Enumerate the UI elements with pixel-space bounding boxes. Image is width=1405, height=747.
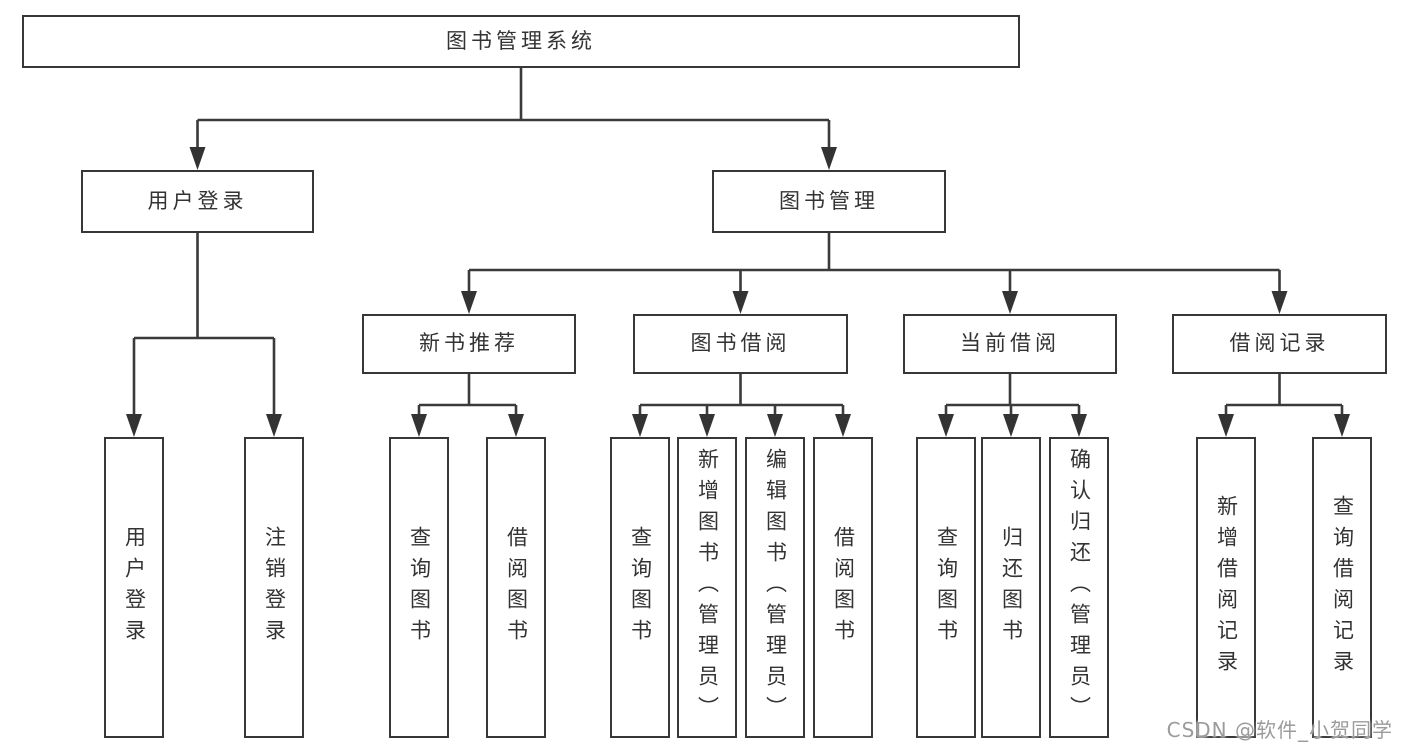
node-label: 用户登录 bbox=[147, 188, 248, 213]
connector-root-to-level2 bbox=[189, 68, 837, 170]
arrowhead bbox=[835, 414, 851, 437]
leaf-newrec-query-books: 查询图书 bbox=[389, 437, 449, 738]
leaf-borrow-edit-books-admin: 编辑图书（管理员） bbox=[745, 437, 805, 738]
node-new-book-recommend: 新书推荐 bbox=[362, 314, 576, 374]
arrowhead bbox=[632, 414, 648, 437]
leaf-label: 新增图书（管理员） bbox=[695, 448, 720, 727]
leaf-newrec-borrow-books: 借阅图书 bbox=[486, 437, 546, 738]
arrowhead bbox=[126, 414, 142, 437]
leaf-label: 编辑图书（管理员） bbox=[763, 448, 788, 727]
arrowhead bbox=[1002, 291, 1018, 314]
leaf-label: 用户登录 bbox=[122, 525, 147, 650]
node-user-login-branch: 用户登录 bbox=[81, 170, 314, 233]
leaf-label: 注销登录 bbox=[262, 525, 287, 650]
leaf-records-query-record: 查询借阅记录 bbox=[1312, 437, 1372, 738]
arrowhead bbox=[938, 414, 954, 437]
arrowhead bbox=[1334, 414, 1350, 437]
leaf-current-return-books: 归还图书 bbox=[981, 437, 1041, 738]
leaf-label: 查询借阅记录 bbox=[1330, 494, 1355, 681]
node-label: 当前借阅 bbox=[960, 331, 1060, 356]
arrowhead bbox=[1271, 291, 1288, 314]
node-book-borrowing: 图书借阅 bbox=[633, 314, 848, 374]
arrowhead bbox=[411, 414, 427, 437]
connector-borrow-to-leaves bbox=[632, 374, 851, 437]
arrowhead bbox=[699, 414, 715, 437]
node-book-management-branch: 图书管理 bbox=[712, 170, 946, 233]
leaf-borrow-add-books-admin: 新增图书（管理员） bbox=[677, 437, 737, 738]
arrowhead bbox=[461, 291, 477, 314]
leaf-label: 查询图书 bbox=[628, 525, 653, 650]
connector-records-to-leaves bbox=[1218, 374, 1350, 437]
leaf-borrow-borrow-books: 借阅图书 bbox=[813, 437, 873, 738]
arrowhead bbox=[1003, 414, 1019, 437]
node-label: 图书管理系统 bbox=[446, 28, 596, 53]
leaf-records-add-record: 新增借阅记录 bbox=[1196, 437, 1256, 738]
leaf-label: 查询图书 bbox=[934, 525, 959, 650]
node-label: 新书推荐 bbox=[419, 331, 519, 356]
leaf-label: 确认归还（管理员） bbox=[1067, 448, 1092, 727]
csdn-watermark: CSDN @软件_小贺同学 bbox=[1166, 718, 1393, 742]
arrowhead bbox=[1071, 414, 1087, 437]
leaf-current-query-books: 查询图书 bbox=[916, 437, 976, 738]
arrowhead bbox=[189, 147, 206, 170]
node-current-borrowing: 当前借阅 bbox=[903, 314, 1117, 374]
node-borrowing-records: 借阅记录 bbox=[1172, 314, 1387, 374]
connector-newrec-to-leaves bbox=[411, 374, 524, 437]
node-library-system: 图书管理系统 bbox=[22, 15, 1020, 68]
arrowhead bbox=[732, 291, 749, 314]
connector-current-to-leaves bbox=[938, 374, 1087, 437]
leaf-borrow-query-books: 查询图书 bbox=[610, 437, 670, 738]
leaf-logout: 注销登录 bbox=[244, 437, 304, 738]
leaf-current-confirm-return-admin: 确认归还（管理员） bbox=[1049, 437, 1109, 738]
arrowhead bbox=[1218, 414, 1234, 437]
connector-login-to-leaves bbox=[126, 233, 282, 437]
arrowhead bbox=[767, 414, 783, 437]
node-label: 图书管理 bbox=[779, 188, 879, 213]
leaf-user-login: 用户登录 bbox=[104, 437, 164, 738]
arrowhead bbox=[508, 414, 524, 437]
arrowhead bbox=[821, 147, 837, 170]
leaf-label: 借阅图书 bbox=[831, 525, 856, 650]
leaf-label: 借阅图书 bbox=[504, 525, 529, 650]
arrowhead bbox=[266, 414, 282, 437]
node-label: 图书借阅 bbox=[690, 331, 791, 356]
leaf-label: 归还图书 bbox=[999, 525, 1024, 650]
leaf-label: 查询图书 bbox=[407, 525, 432, 650]
node-label: 借阅记录 bbox=[1229, 331, 1330, 356]
leaf-label: 新增借阅记录 bbox=[1214, 494, 1239, 681]
connector-mgmt-to-level3 bbox=[461, 233, 1288, 314]
